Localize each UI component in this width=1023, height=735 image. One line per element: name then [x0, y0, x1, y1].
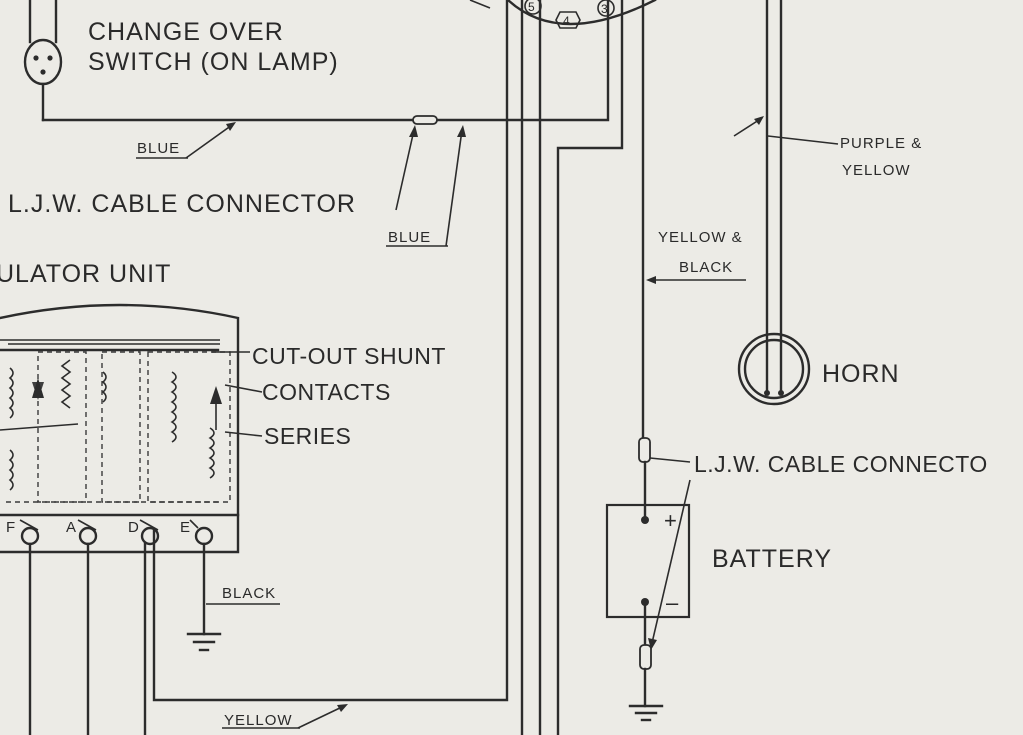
switch-terminal-3: 3 [601, 2, 608, 16]
lighting-switch: 5 4 3 [469, 0, 657, 29]
label-cable-connector-2: L.J.W. CABLE CONNECTO [694, 451, 988, 477]
horn-feed-wires [765, 0, 783, 395]
battery-plus-sign: + [664, 508, 677, 533]
label-terminal-f: F [6, 519, 15, 536]
label-contacts: CONTACTS [262, 379, 391, 405]
battery-body [605, 503, 691, 619]
label-yellow-black-2: BLACK [679, 259, 733, 276]
cable-connector-vertical-2 [639, 644, 652, 670]
label-purple-yellow-2: YELLOW [842, 162, 911, 179]
label-terminal-d: D [128, 519, 139, 536]
battery-minus-sign: – [666, 590, 679, 615]
label-regulator-unit: ULATOR UNIT [0, 260, 171, 288]
switch-terminal-4: 4 [563, 14, 570, 28]
label-yellow: YELLOW [224, 712, 293, 729]
label-horn: HORN [822, 360, 900, 388]
label-purple-yellow-1: PURPLE & [840, 135, 922, 152]
label-blue-1: BLUE [137, 140, 180, 157]
cable-connector-top [412, 115, 438, 125]
label-switch-on-lamp: SWITCH (ON LAMP) [88, 48, 339, 76]
label-yellow-black-1: YELLOW & [658, 229, 743, 246]
regulator-unit [0, 303, 280, 735]
label-terminal-a: A [66, 519, 76, 536]
label-change-over: CHANGE OVER [88, 18, 284, 46]
label-battery: BATTERY [712, 545, 832, 573]
label-cable-connector-1: L.J.W. CABLE CONNECTOR [8, 190, 356, 218]
switch-terminal-5: 5 [528, 0, 535, 14]
label-series: SERIES [264, 423, 351, 449]
harness-wires [152, 0, 645, 735]
change-over-switch-symbol [23, 0, 63, 122]
horn-symbol [737, 332, 811, 406]
label-black: BLACK [222, 585, 276, 602]
blue-wire [41, 0, 610, 125]
label-cut-out-shunt: CUT-OUT SHUNT [252, 343, 446, 369]
label-blue-2: BLUE [388, 229, 431, 246]
leader-lines [136, 116, 839, 729]
label-terminal-e: E [180, 519, 190, 536]
cable-connector-vertical-1 [638, 437, 651, 463]
battery-circuit [605, 437, 691, 722]
